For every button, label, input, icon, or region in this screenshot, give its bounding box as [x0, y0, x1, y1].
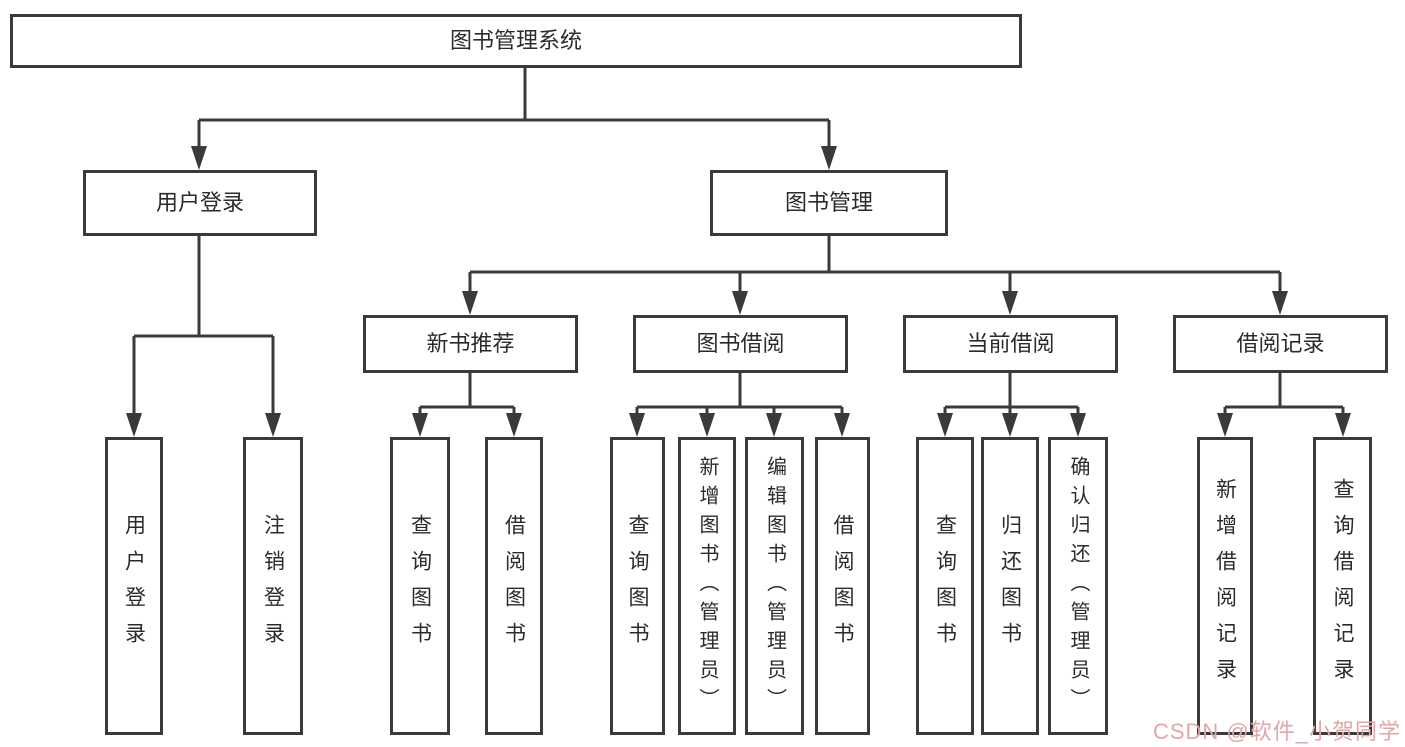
leaf-edit-books-admin: 编辑图书（管理员）	[745, 437, 804, 735]
node-root-label: 图书管理系统	[449, 28, 582, 53]
node-book-management: 图书管理	[710, 170, 948, 236]
leaf-recommend-query-books: 查询图书	[390, 437, 450, 735]
leaf-confirm-return-admin: 确认归还（管理员）	[1048, 437, 1108, 735]
leaf-return-books: 归还图书	[981, 437, 1039, 735]
node-book-management-label: 图书管理	[784, 190, 873, 215]
node-borrow-records: 借阅记录	[1173, 315, 1388, 373]
node-book-borrow-label: 图书借阅	[696, 331, 785, 356]
node-new-book-recommend: 新书推荐	[363, 315, 578, 373]
node-user-login: 用户登录	[83, 170, 317, 236]
leaf-add-borrow-record: 新增借阅记录	[1197, 437, 1253, 735]
node-book-borrow: 图书借阅	[633, 315, 848, 373]
leaf-logout: 注销登录	[243, 437, 303, 735]
node-current-borrow: 当前借阅	[903, 315, 1118, 373]
node-current-borrow-label: 当前借阅	[966, 331, 1055, 356]
node-borrow-records-label: 借阅记录	[1236, 331, 1325, 356]
leaf-add-books-admin: 新增图书（管理员）	[678, 437, 736, 735]
node-user-login-label: 用户登录	[155, 190, 244, 215]
node-new-book-recommend-label: 新书推荐	[426, 331, 515, 356]
leaf-current-query-books: 查询图书	[916, 437, 974, 735]
watermark: CSDN @软件_小贺同学	[1152, 719, 1401, 744]
leaf-query-borrow-record: 查询借阅记录	[1313, 437, 1372, 735]
leaf-user-login: 用户登录	[105, 437, 163, 735]
leaf-recommend-borrow-books: 借阅图书	[485, 437, 543, 735]
arrowheads	[126, 146, 1351, 437]
leaf-borrow-query-books: 查询图书	[610, 437, 665, 735]
node-root: 图书管理系统	[10, 14, 1022, 68]
leaf-borrow-books: 借阅图书	[815, 437, 870, 735]
